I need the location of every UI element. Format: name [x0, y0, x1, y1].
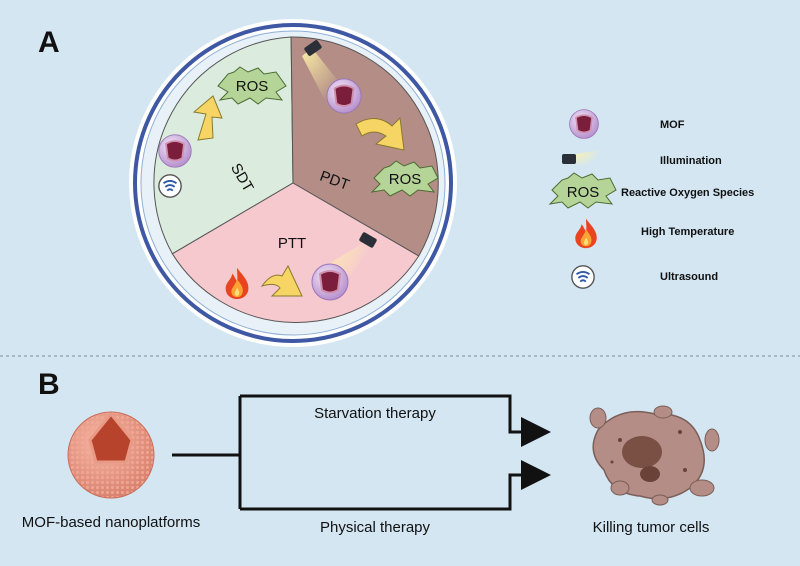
legend-fire-icon — [575, 218, 597, 249]
ptt-illumination-icon — [359, 232, 377, 248]
sdt-ros-label: ROS — [236, 78, 269, 95]
legend-ultrasound-label: Ultrasound — [660, 271, 718, 283]
pdt-illumination-icon — [304, 40, 322, 56]
tumor-cell-icon — [589, 405, 720, 506]
panel-a-letter: A — [38, 26, 60, 59]
physical-arrow — [240, 460, 551, 511]
nanoplatform-sphere-icon — [67, 411, 155, 499]
legend-ros-icon: ROS — [548, 172, 617, 209]
outer-ring — [133, 23, 453, 343]
sdt-ros-badge: ROS — [217, 66, 287, 105]
ptt-mof-icon — [311, 263, 349, 301]
legend: MOF Illumination ROS Reactive Oxygen Spe… — [548, 108, 754, 290]
physical-label: Physical therapy — [320, 519, 431, 536]
ptt-label: PTT — [278, 235, 306, 252]
ptt-arrow — [260, 264, 303, 297]
legend-mof-label: MOF — [660, 119, 685, 131]
panel-b-letter: B — [38, 368, 60, 401]
sdt-ultrasound-icon — [157, 173, 183, 199]
therapy-circle: SDT PDT PTT ROS ROS — [129, 19, 457, 347]
pdt-ros-badge: ROS — [370, 160, 439, 197]
sdt-mof-icon — [157, 133, 193, 169]
target-label: Killing tumor cells — [593, 519, 710, 536]
legend-ros-label: Reactive Oxygen Species — [621, 187, 754, 199]
pdt-arrow — [355, 116, 405, 151]
legend-ultrasound-icon — [570, 264, 596, 290]
legend-illumination-icon — [562, 150, 600, 168]
starvation-arrow — [240, 394, 551, 447]
legend-mof-icon — [568, 108, 600, 140]
therapy-branches — [172, 394, 551, 511]
legend-illumination-label: Illumination — [660, 155, 722, 167]
legend-high-temperature-label: High Temperature — [641, 226, 734, 238]
starvation-label: Starvation therapy — [314, 405, 436, 422]
pdt-ros-label: ROS — [389, 171, 422, 188]
pdt-mof-icon — [325, 77, 363, 115]
sdt-arrow — [192, 95, 223, 141]
source-label: MOF-based nanoplatforms — [22, 514, 200, 531]
legend-ros-icon-text: ROS — [567, 184, 600, 201]
